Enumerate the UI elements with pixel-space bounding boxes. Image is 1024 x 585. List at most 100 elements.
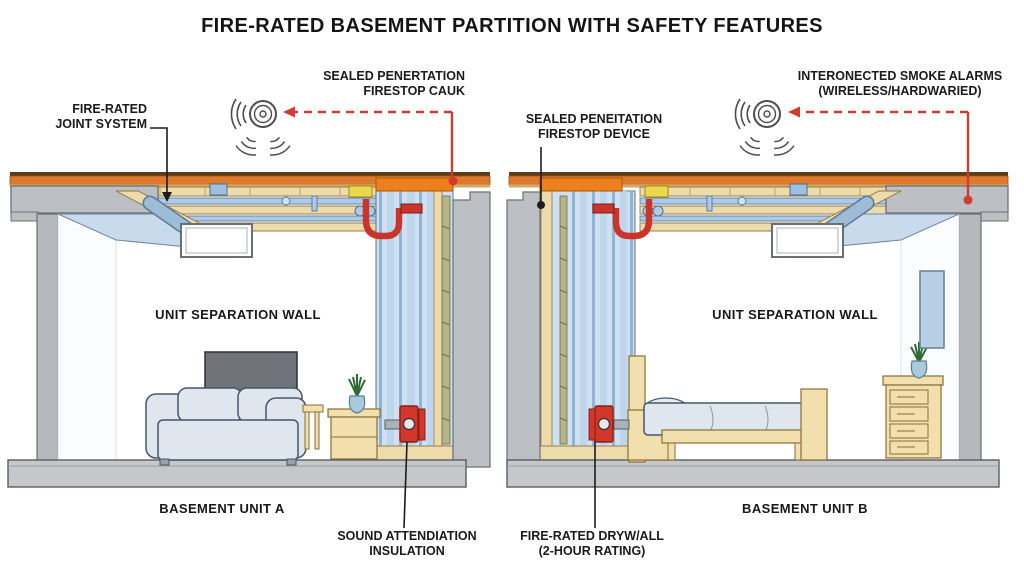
foundation-rim <box>10 185 159 214</box>
outlet-fin <box>418 408 426 441</box>
mirror <box>919 270 945 349</box>
callout-line: FIRESTOP DEVICE <box>537 127 651 141</box>
stud-line <box>399 191 402 449</box>
stud-line <box>580 191 587 449</box>
stool-leg <box>314 411 320 450</box>
unit-a-name: BASEMENT UNIT A <box>159 501 285 516</box>
firestop-sleeve <box>400 203 423 214</box>
pipe-coupling <box>281 196 291 206</box>
unit-b-name: BASEMENT UNIT B <box>742 501 868 516</box>
cut-concrete-edge <box>506 191 541 468</box>
unit-b-wall-label: UNIT SEPARATION WALL <box>712 307 878 322</box>
insulation-strip <box>559 195 568 445</box>
firestop-caulk-band <box>375 177 454 192</box>
vent-fitting <box>789 183 808 196</box>
conduit-ring <box>652 205 664 217</box>
outlet-fin <box>588 408 596 441</box>
plant-leaves <box>910 342 928 363</box>
stud-line <box>387 191 394 449</box>
callout-line: SEALED PENERTATION <box>323 69 465 83</box>
side-table-body <box>330 416 378 460</box>
stud-line <box>407 191 415 449</box>
callout-firestop-caulk: SEALED PENERTATION FIRESTOP CAUK <box>315 69 465 99</box>
basement-unit-a-section <box>7 172 491 488</box>
inner-wall-face <box>57 213 117 463</box>
plant-vase <box>910 360 928 379</box>
plant-vase <box>348 395 366 414</box>
sofa-seat <box>157 419 299 461</box>
firestop-caulk-band <box>539 177 623 192</box>
bed-footboard <box>800 388 828 461</box>
smoke-alarm-icon <box>734 98 797 159</box>
callout-line: SEALED PENEITATION <box>525 112 663 126</box>
foundation-column <box>958 213 982 466</box>
stud-line <box>630 191 633 449</box>
arrowhead-down <box>162 192 172 202</box>
callout-line: JOINT SYSTEM <box>55 117 147 131</box>
arrowhead-left <box>283 106 295 118</box>
floor-sheathing-edge <box>10 172 490 177</box>
callout-line: (WIRELESS/HARDWARIED) <box>818 84 982 98</box>
stud-line <box>612 191 615 449</box>
joist <box>639 186 903 197</box>
rim-step <box>10 211 39 222</box>
dresser-drawers <box>889 389 929 455</box>
callout-line: INTERONECTED SMOKE ALARMS <box>797 69 1003 83</box>
subfloor-line <box>10 184 490 188</box>
bed-rail <box>661 429 823 444</box>
callout-connectors <box>150 106 973 529</box>
callout-drywall: FIRE-RATED DRYW/ALL (2-HOUR RATING) <box>492 529 692 559</box>
dresser-top <box>882 375 944 386</box>
stud-line <box>427 191 433 449</box>
wood-stud <box>433 190 443 450</box>
duct-box-inner <box>185 227 248 254</box>
sofa-foot <box>159 458 170 466</box>
sofa-back-cushion <box>177 387 243 423</box>
outlet-knockout <box>402 417 416 431</box>
arrowhead-left <box>788 106 800 118</box>
junction-box <box>644 185 669 198</box>
furniture-unit-a <box>145 351 426 466</box>
pipe-coupling <box>737 196 747 206</box>
callout-line: SOUND ATTENDIATION <box>337 529 477 543</box>
stud-line <box>419 191 422 449</box>
foundation-rim <box>885 185 1009 214</box>
callout-smoke-alarms: INTERONECTED SMOKE ALARMS (WIRELESS/HARD… <box>780 69 1020 99</box>
callout-firestop-device: SEALED PENEITATION FIRESTOP DEVICE <box>494 112 694 142</box>
smoke-alarm-icon <box>230 98 293 159</box>
callout-line: (2-HOUR RATING) <box>538 544 646 558</box>
floor-sheathing-edge <box>509 172 1008 177</box>
insulation-ticks <box>559 225 568 422</box>
stud-line <box>592 191 595 449</box>
callout-line: INSULATION <box>369 544 445 558</box>
pipe-stub <box>706 195 713 212</box>
stool-top <box>302 404 324 413</box>
joist-ticks <box>689 187 861 196</box>
plant-leaves <box>348 374 366 397</box>
sofa-foot <box>286 458 297 466</box>
callout-sound-insulation: SOUND ATTENDIATION INSULATION <box>307 529 507 559</box>
outlet-arm <box>384 419 401 430</box>
pipe-stub <box>311 195 318 212</box>
furniture-unit-b <box>588 270 945 463</box>
stud-line <box>379 191 382 449</box>
stud-line <box>572 191 575 449</box>
black-connector-line <box>403 441 408 529</box>
stud-line <box>600 191 607 449</box>
vent-fitting <box>209 183 228 196</box>
bottom-plate <box>539 445 636 461</box>
callout-line: FIRE-RATED <box>72 102 147 116</box>
black-connector-line <box>150 127 168 193</box>
red-endpoint-dot <box>448 176 458 186</box>
red-conduit <box>362 199 403 240</box>
basement-unit-b-section <box>506 172 1009 488</box>
duct-box-inner <box>776 227 839 254</box>
rim-step <box>980 211 1009 222</box>
duct-box <box>771 223 844 258</box>
outlet-arm <box>613 419 630 430</box>
callout-line: FIRESTOP CAUK <box>363 84 465 98</box>
insulation-ticks <box>441 225 451 422</box>
foundation-column <box>36 213 59 466</box>
stool-leg <box>304 411 310 450</box>
